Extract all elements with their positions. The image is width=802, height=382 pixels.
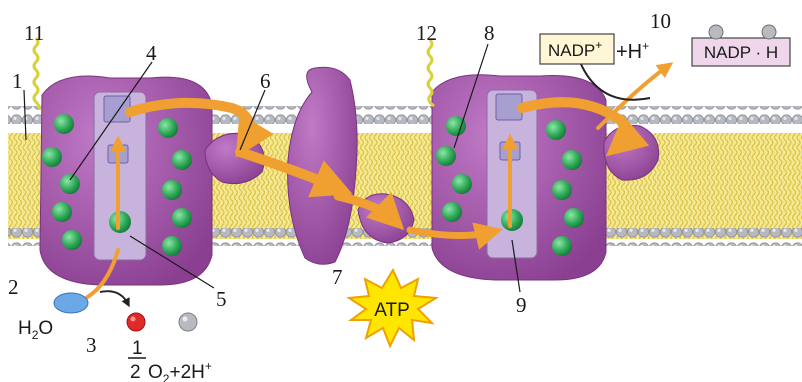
label-1: 1 bbox=[12, 69, 23, 93]
atp-label: ATP bbox=[374, 300, 410, 321]
svg-text:O2+2H+: O2+2H+ bbox=[148, 359, 212, 382]
label-11: 11 bbox=[24, 21, 44, 45]
nadp-text: NADP bbox=[548, 41, 595, 60]
label-2: 2 bbox=[8, 275, 19, 299]
label-7: 7 bbox=[332, 265, 343, 289]
label-10: 10 bbox=[650, 9, 671, 33]
water-label: H2O bbox=[18, 318, 53, 342]
oxygen-atom-icon bbox=[127, 313, 145, 331]
svg-text:2: 2 bbox=[130, 362, 141, 382]
water-molecule-icon bbox=[54, 293, 88, 313]
water-split-arrow bbox=[100, 291, 128, 304]
svg-text:1: 1 bbox=[132, 338, 143, 359]
label-6: 6 bbox=[260, 69, 271, 93]
label-4: 4 bbox=[146, 41, 157, 65]
label-3: 3 bbox=[86, 333, 97, 357]
nadph-text: NADP · H bbox=[704, 43, 778, 62]
atp-burst-icon: ATP bbox=[349, 270, 436, 346]
hydrogen-ion-label: +H+ bbox=[616, 39, 649, 63]
proton-atom-icon bbox=[179, 313, 197, 331]
label-9: 9 bbox=[516, 293, 527, 317]
nadph-box: NADP · H bbox=[692, 25, 790, 66]
label-12: 12 bbox=[416, 21, 437, 45]
svg-text:NADP+: NADP+ bbox=[548, 38, 602, 60]
label-5: 5 bbox=[216, 287, 227, 311]
nadp-box: NADP+ bbox=[540, 34, 614, 64]
label-8: 8 bbox=[484, 21, 495, 45]
oxygen-equation: 1 2 O2+2H+ bbox=[128, 338, 212, 382]
nadp-plus-sup: + bbox=[595, 38, 602, 52]
